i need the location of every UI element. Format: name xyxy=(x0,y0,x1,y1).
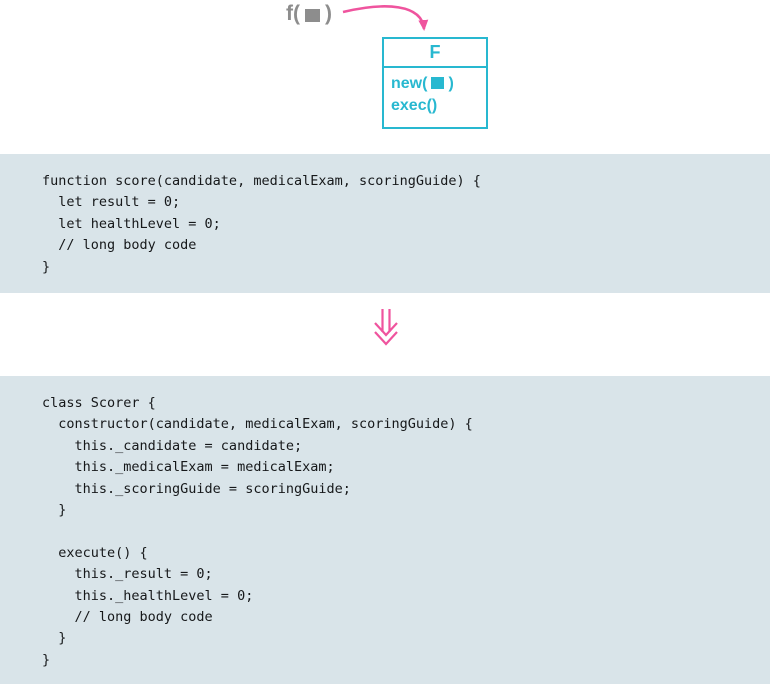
code-line: constructor(candidate, medicalExam, scor… xyxy=(42,416,473,433)
code-line: } xyxy=(42,651,51,668)
before-code: function score(candidate, medicalExam, s… xyxy=(0,154,770,278)
code-line: this._result = 0; xyxy=(42,566,213,583)
command-class-members: new() exec() xyxy=(384,68,486,117)
code-line xyxy=(42,521,770,542)
code-line: this._candidate = candidate; xyxy=(42,437,303,454)
refactor-transform-arrow-icon xyxy=(374,309,398,346)
after-code: class Scorer { constructor(candidate, me… xyxy=(0,376,770,671)
command-class-box: F new() exec() xyxy=(382,37,488,129)
code-line: let healthLevel = 0; xyxy=(42,215,221,232)
constructor-line: new() xyxy=(391,75,454,92)
code-line: this._scoringGuide = scoringGuide; xyxy=(42,480,351,497)
command-class-name: F xyxy=(384,39,486,68)
code-line: } xyxy=(42,502,67,519)
exec-method-line: exec() xyxy=(391,97,438,114)
code-line: // long body code xyxy=(42,237,197,254)
code-line: function score(candidate, medicalExam, s… xyxy=(42,173,481,189)
code-line: } xyxy=(42,630,67,647)
code-line: this._medicalExam = medicalExam; xyxy=(42,459,335,476)
code-line: } xyxy=(42,258,51,275)
before-code-block: function score(candidate, medicalExam, s… xyxy=(0,154,770,293)
code-line: this._healthLevel = 0; xyxy=(42,587,254,604)
function-label: f( ) xyxy=(286,2,332,26)
param-square-icon xyxy=(431,77,445,89)
function-label-prefix: f( xyxy=(286,2,300,25)
code-line: execute() { xyxy=(42,544,148,561)
function-to-command-arrow-icon xyxy=(342,5,429,31)
code-line: let result = 0; xyxy=(42,194,181,211)
function-label-suffix: ) xyxy=(325,2,332,25)
code-line: class Scorer { xyxy=(42,395,156,411)
code-line: // long body code xyxy=(42,609,213,626)
param-square-icon xyxy=(305,8,320,22)
after-code-block: class Scorer { constructor(candidate, me… xyxy=(0,376,770,684)
